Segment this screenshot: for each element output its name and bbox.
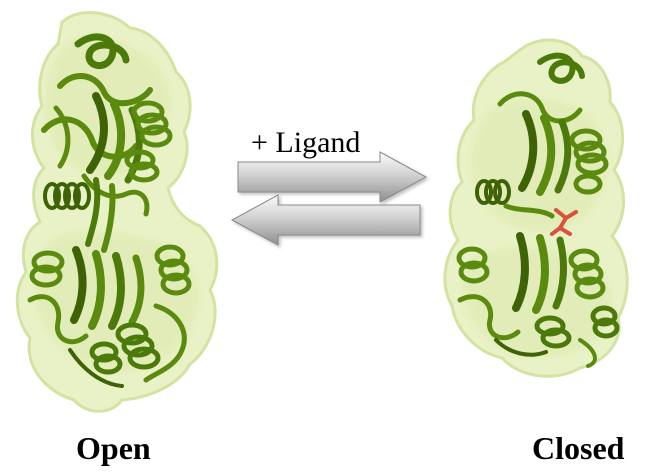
- closed-protein-structure: [445, 40, 627, 376]
- arrow-left-icon: [232, 195, 420, 245]
- open-state-caption: Open: [76, 432, 151, 464]
- equilibrium-arrows: [232, 152, 426, 245]
- ligand-label: + Ligand: [251, 128, 360, 158]
- closed-state-caption: Closed: [532, 432, 624, 464]
- arrow-right-icon: [238, 152, 426, 202]
- open-protein-structure: [17, 13, 217, 412]
